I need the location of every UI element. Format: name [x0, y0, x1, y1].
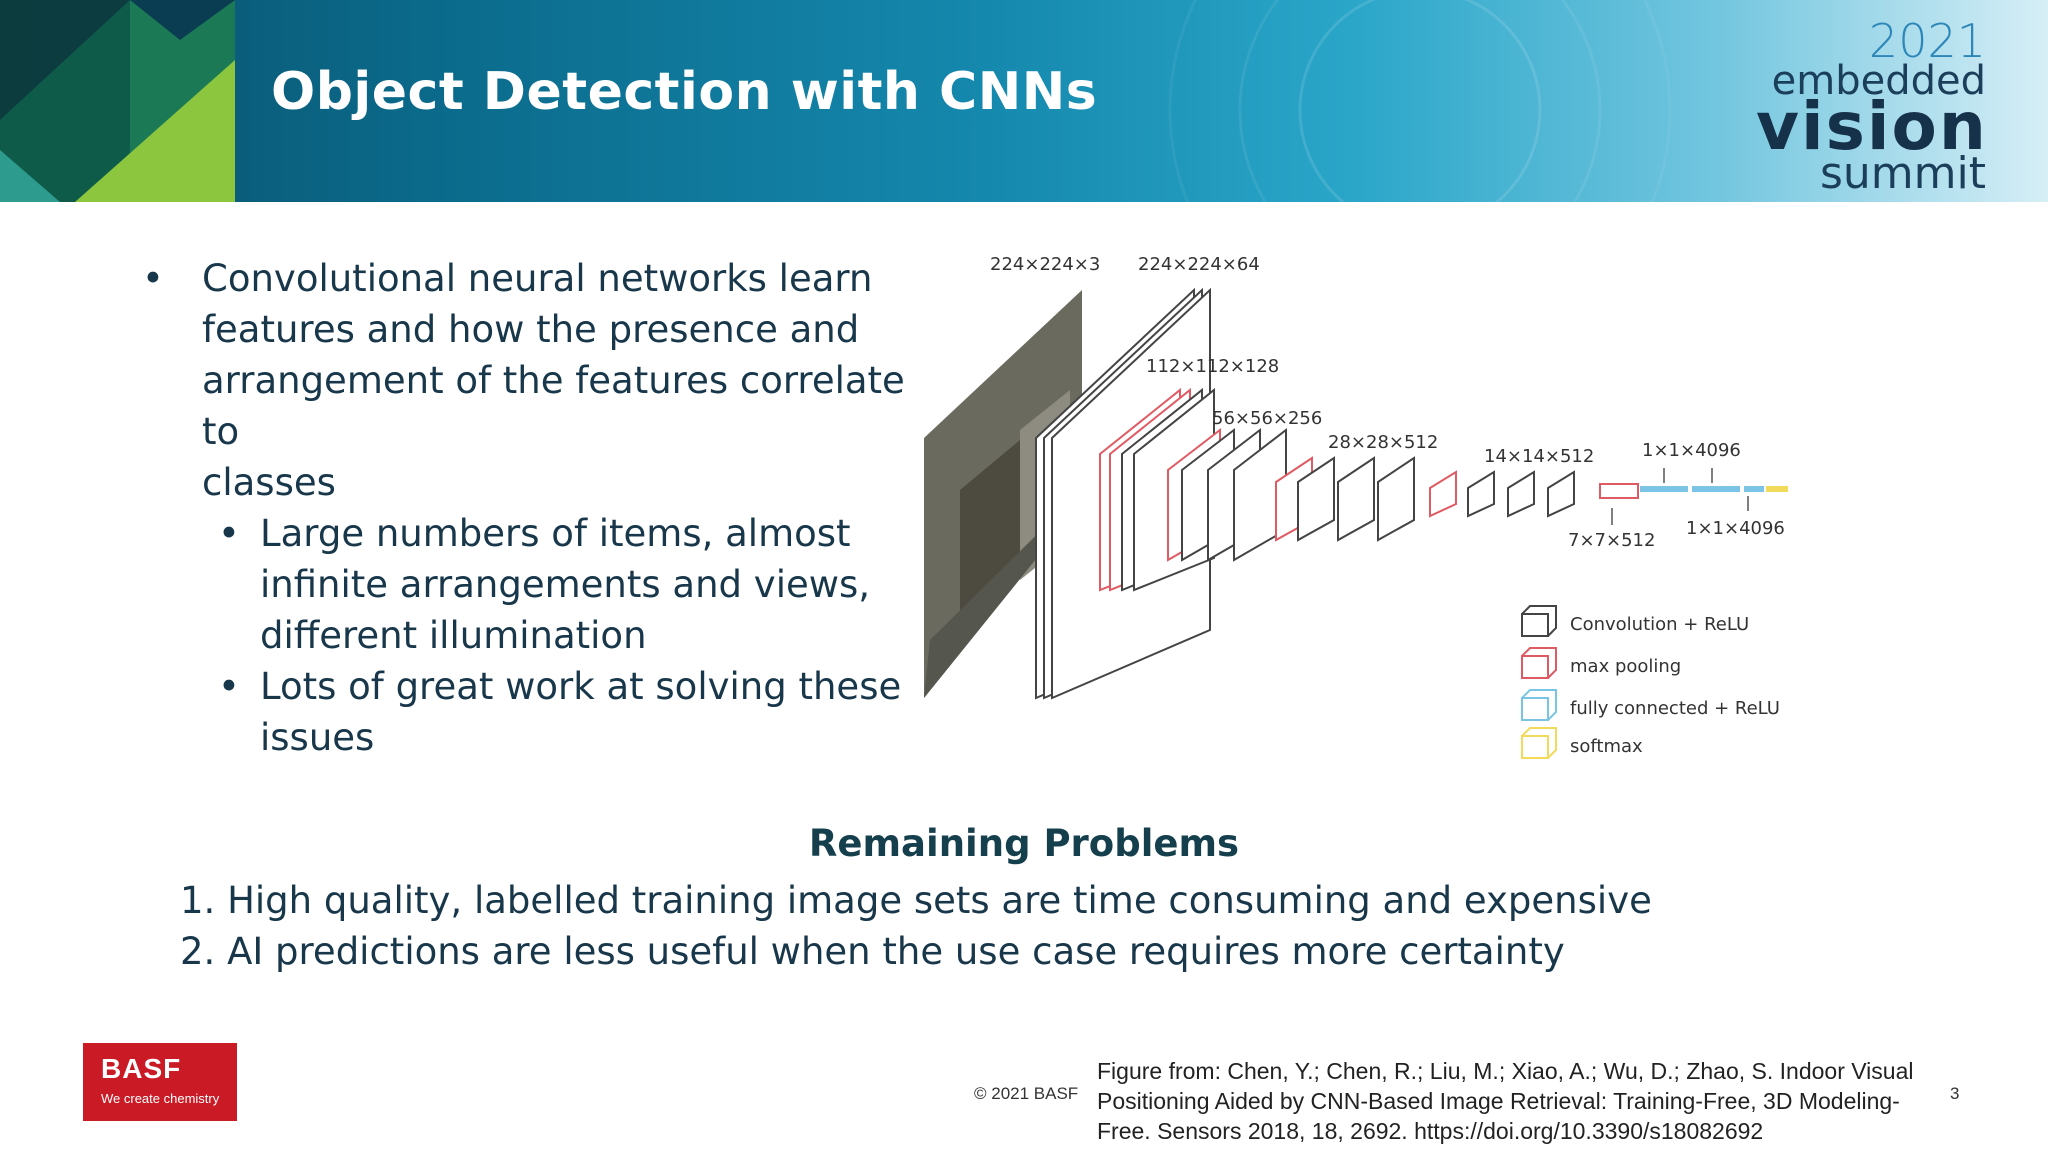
page-title: Object Detection with CNNs	[271, 62, 1098, 122]
dim-label: 1×1×4096	[1686, 518, 1785, 539]
dim-label: 112×112×128	[1146, 356, 1279, 377]
sub-bullet-item: • Large numbers of items, almost infinit…	[142, 508, 922, 661]
block-28	[1275, 456, 1415, 542]
logo-line3: summit	[1819, 148, 1986, 199]
dim-label: 1×1×4096	[1642, 440, 1741, 461]
bullet-line: features and how the presence and	[202, 308, 860, 351]
fc-layers	[1640, 486, 1788, 492]
remaining-problems-list: 1. High quality, labelled training image…	[180, 875, 1652, 977]
dim-label: 7×7×512	[1568, 530, 1655, 551]
pool-7x7	[1599, 483, 1639, 499]
list-item: 1. High quality, labelled training image…	[180, 879, 1652, 922]
legend-item: max pooling	[1521, 647, 1681, 679]
page-number: 3	[1950, 1084, 1960, 1103]
brand-tagline: We create chemistry	[101, 1091, 220, 1106]
basf-logo: BASF We create chemistry	[83, 1043, 237, 1121]
bullet-item: • Convolutional neural networks learn fe…	[142, 253, 922, 508]
citation-line: Positioning Aided by CNN-Based Image Ret…	[1097, 1088, 1900, 1114]
sub-bullet-item: • Lots of great work at solving these is…	[142, 661, 922, 763]
list-item: 2. AI predictions are less useful when t…	[180, 930, 1565, 973]
sub-bullet-line: infinite arrangements and views,	[260, 563, 871, 606]
logo-year: 2021	[1868, 14, 1986, 68]
legend-label: softmax	[1570, 736, 1643, 757]
header-banner: Object Detection with CNNs 2021 embedded…	[0, 0, 2048, 202]
dim-label: 14×14×512	[1484, 446, 1594, 467]
bullet-line: arrangement of the features correlate to	[202, 359, 905, 453]
figure-citation: Figure from: Chen, Y.; Chen, R.; Liu, M.…	[1097, 1056, 1957, 1146]
bullet-glyph: •	[218, 665, 240, 708]
figure-arrows	[1611, 468, 1749, 525]
dim-label: 224×224×3	[990, 254, 1100, 275]
legend-item: fully connected + ReLU	[1521, 689, 1780, 721]
brand-name: BASF	[101, 1053, 182, 1084]
citation-line: Figure from: Chen, Y.; Chen, R.; Liu, M.…	[1097, 1058, 1914, 1084]
summit-logo: 2021 embedded vision summit	[1756, 14, 1988, 199]
dim-label: 224×224×64	[1138, 254, 1260, 275]
sub-bullet-line: Lots of great work at solving these	[260, 665, 902, 708]
bullet-list: • Convolutional neural networks learn fe…	[142, 253, 922, 763]
logo-line2: vision	[1756, 88, 1988, 165]
sub-bullet-line: issues	[260, 716, 375, 759]
bullet-line: Convolutional neural networks learn	[202, 257, 873, 300]
logo-line1: embedded	[1771, 58, 1986, 104]
remaining-problems-title: Remaining Problems	[808, 822, 1240, 865]
legend-item: softmax	[1521, 727, 1643, 759]
citation-line: Free. Sensors 2018, 18, 2692. https://do…	[1097, 1118, 1764, 1144]
legend-item: Convolution + ReLU	[1521, 605, 1749, 637]
cnn-architecture-figure: 224×224×3 224×224×64 112×112×128 56×56×2…	[924, 254, 1788, 759]
bullet-line: classes	[202, 461, 336, 504]
block-14	[1429, 470, 1575, 518]
dim-label: 56×56×256	[1212, 408, 1322, 429]
figure-legend: Convolution + ReLU max pooling fully con…	[1521, 605, 1780, 759]
dim-label: 28×28×512	[1328, 432, 1438, 453]
sub-bullet-line: different illumination	[260, 614, 647, 657]
sub-bullet-line: Large numbers of items, almost	[260, 512, 851, 555]
bullet-glyph: •	[142, 257, 164, 300]
banner-decoration	[0, 0, 1672, 202]
legend-label: fully connected + ReLU	[1570, 698, 1780, 719]
legend-label: max pooling	[1570, 656, 1681, 677]
bullet-glyph: •	[218, 512, 240, 555]
block-56	[1167, 427, 1287, 562]
legend-label: Convolution + ReLU	[1570, 614, 1749, 635]
copyright: © 2021 BASF	[974, 1084, 1079, 1103]
